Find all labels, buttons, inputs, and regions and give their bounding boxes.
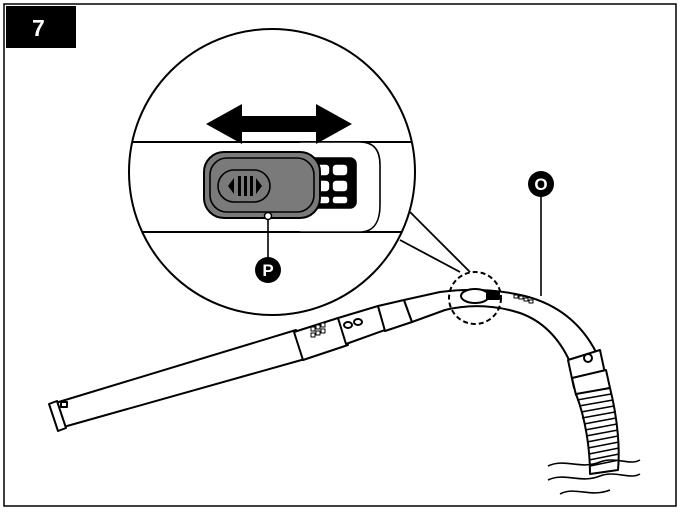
zoom-line-lower [409, 211, 471, 273]
callout-o-label: O [534, 175, 547, 194]
vacuum-tube-assembly [48, 288, 641, 495]
callout-o: O [528, 171, 554, 296]
step-badge: 7 [6, 6, 76, 48]
flexible-hose [575, 387, 620, 475]
zoom-line-upper [399, 239, 461, 273]
zoom-detail [128, 28, 416, 316]
callout-p: P [255, 257, 281, 283]
callout-p-label: P [262, 261, 273, 280]
slider-switch-icon [203, 151, 321, 219]
detail-highlight-circle [448, 271, 502, 325]
double-arrow-icon [206, 104, 352, 144]
step-number: 7 [32, 15, 45, 41]
handle-slider [460, 288, 490, 304]
